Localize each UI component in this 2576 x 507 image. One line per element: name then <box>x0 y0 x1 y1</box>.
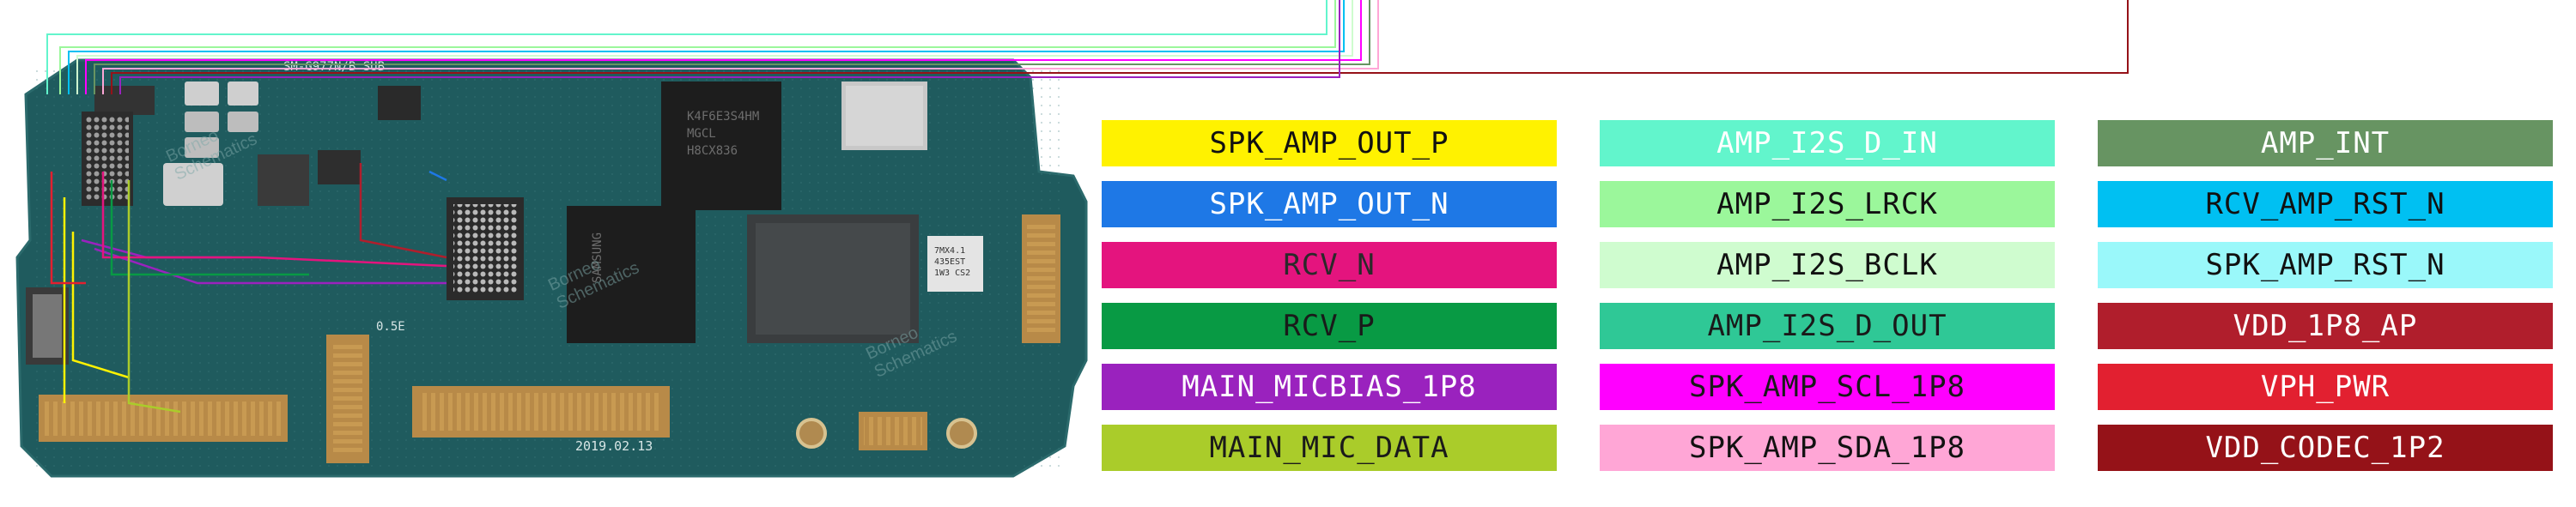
memory-chip-top <box>661 81 781 210</box>
antenna-pad-1 <box>796 418 827 449</box>
legend-item-spk-amp-sda-1p8: SPK_AMP_SDA_1P8 <box>1600 425 2055 471</box>
legend-item-spk-amp-out-n: SPK_AMP_OUT_N <box>1102 181 1557 227</box>
legend-item-amp-i2s-bclk: AMP_I2S_BCLK <box>1600 242 2055 288</box>
legend-item-amp-int: AMP_INT <box>2098 120 2553 166</box>
legend-item-spk-amp-scl-1p8: SPK_AMP_SCL_1P8 <box>1600 364 2055 410</box>
legend-item-vdd-codec-1p2: VDD_CODEC_1P2 <box>2098 425 2553 471</box>
legend-item-vph-pwr: VPH_PWR <box>2098 364 2553 410</box>
legend-item-rcv-amp-rst-n: RCV_AMP_RST_N <box>2098 181 2553 227</box>
antenna-pad-2 <box>946 418 977 449</box>
small-ic <box>927 236 983 292</box>
board-traces <box>50 163 447 413</box>
board-date-label: 2019.02.13 <box>575 438 653 454</box>
top-components <box>94 81 421 206</box>
board-model-label: SM-G977N/B_SUB <box>283 60 385 74</box>
legend-item-amp-i2s-lrck: AMP_I2S_LRCK <box>1600 181 2055 227</box>
svg-text:SAMSUNG: SAMSUNG <box>591 232 605 283</box>
memory-chip-mid <box>567 206 696 343</box>
board-marker-label: 0.5E <box>376 320 405 334</box>
legend-item-amp-i2s-d-out: AMP_I2S_D_OUT <box>1600 303 2055 349</box>
legend-item-amp-i2s-d-in: AMP_I2S_D_IN <box>1600 120 2055 166</box>
legend-item-main-mic-data: MAIN_MIC_DATA <box>1102 425 1557 471</box>
legend-item-vdd-1p8-ap: VDD_1P8_AP <box>2098 303 2553 349</box>
legend-item-main-micbias-1p8: MAIN_MICBIAS_1P8 <box>1102 364 1557 410</box>
legend-item-spk-amp-rst-n: SPK_AMP_RST_N <box>2098 242 2553 288</box>
legend-item-spk-amp-out-p: SPK_AMP_OUT_P <box>1102 120 1557 166</box>
legend-item-rcv-n: RCV_N <box>1102 242 1557 288</box>
legend-item-rcv-p: RCV_P <box>1102 303 1557 349</box>
